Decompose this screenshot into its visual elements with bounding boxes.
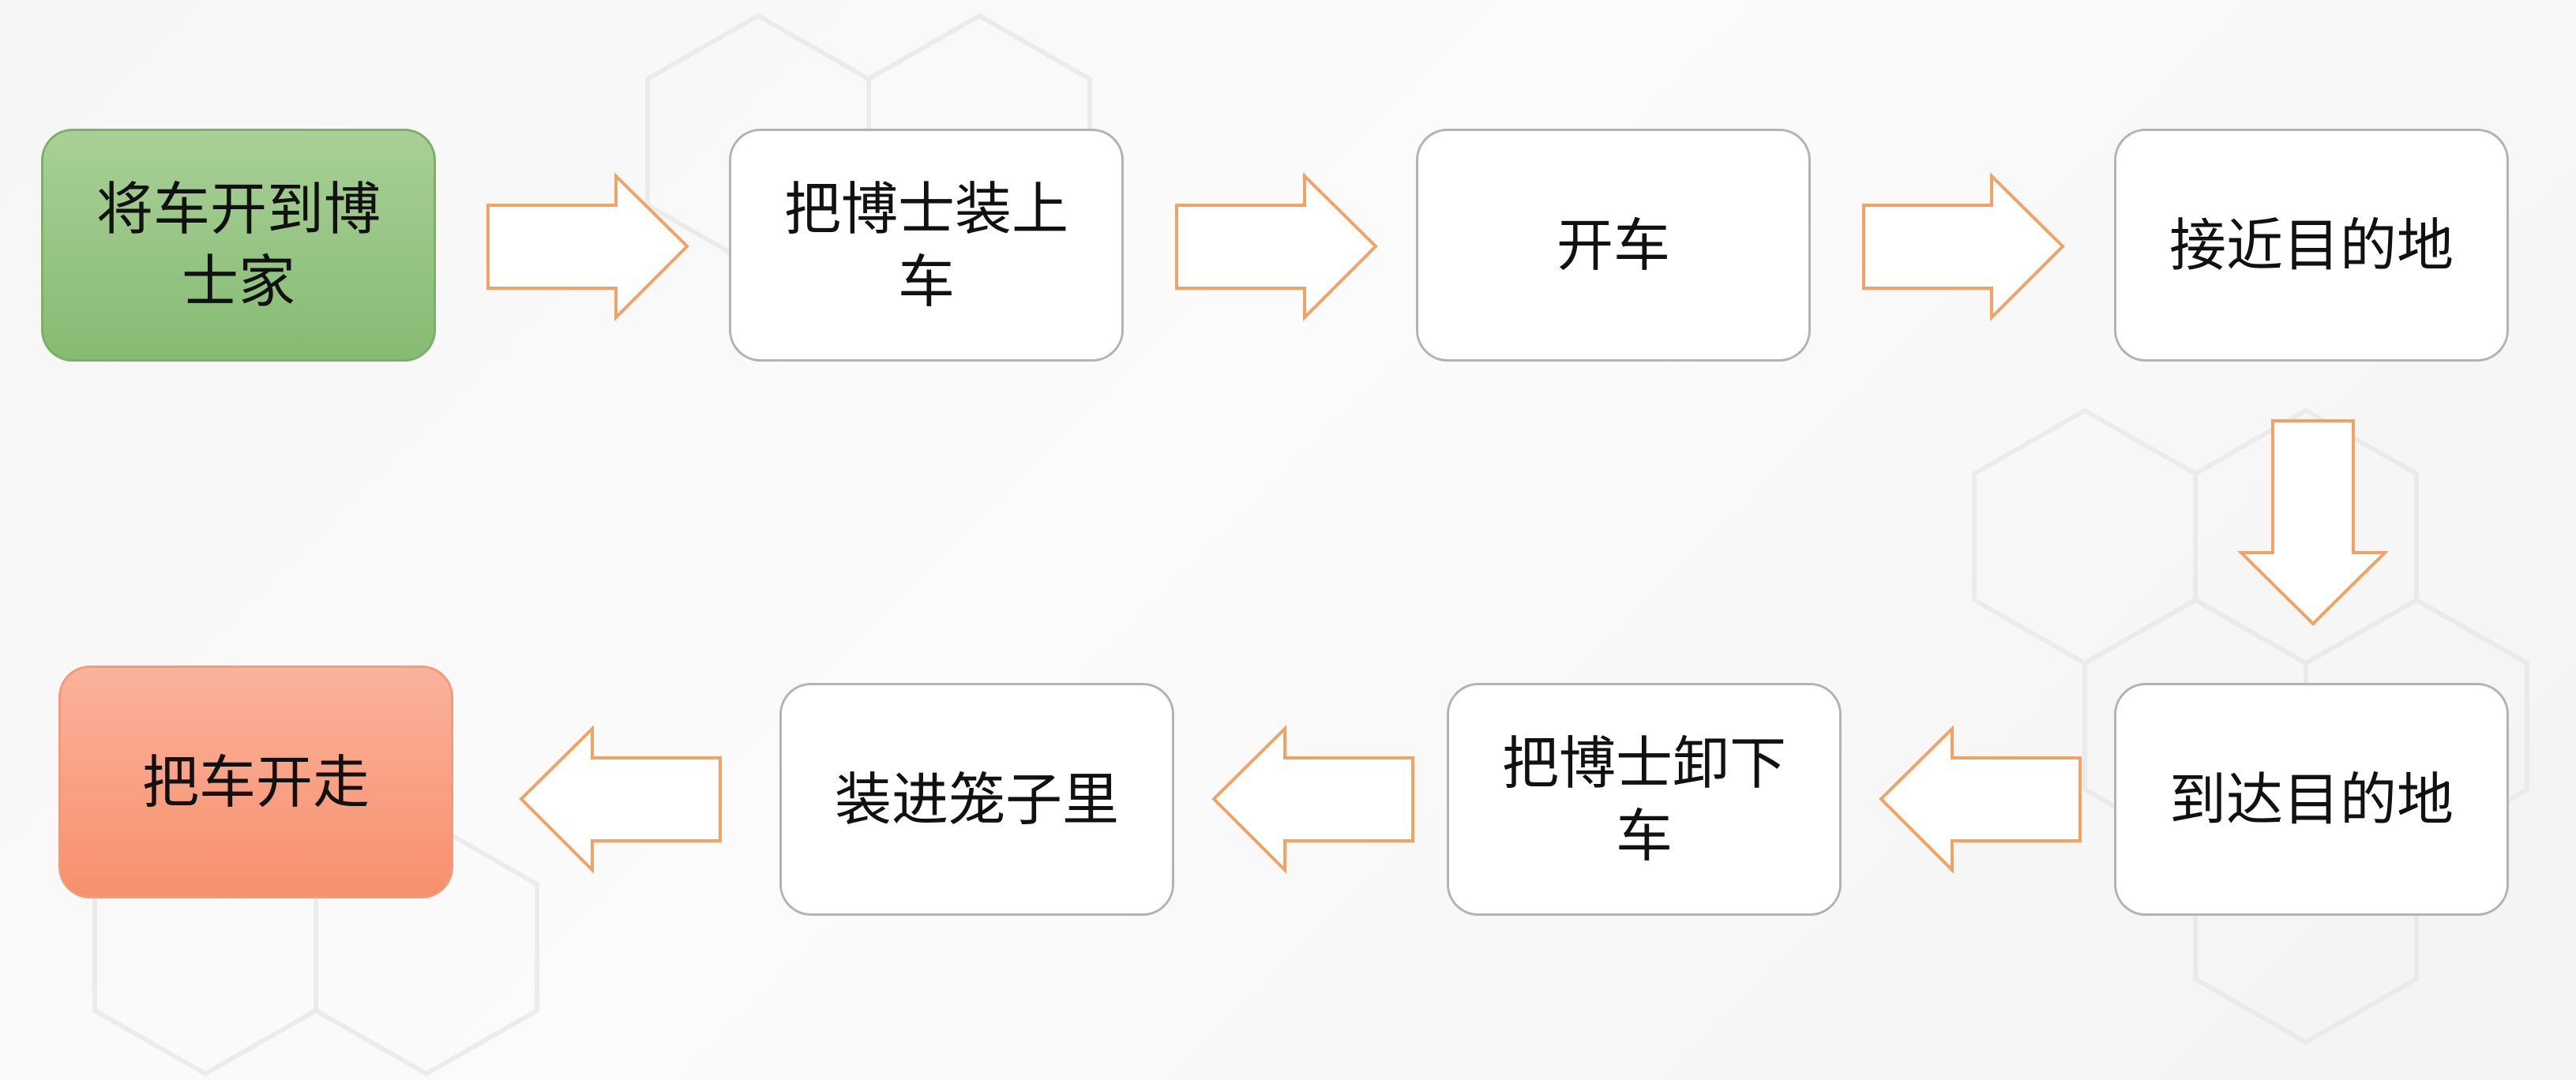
- node-label: 将车开到博士家: [96, 175, 381, 315]
- arrow-right-icon: [1175, 172, 1378, 321]
- node-label: 把车开走: [141, 748, 370, 816]
- node-label: 开车: [1556, 212, 1670, 279]
- node-arrive-destination: 到达目的地: [2114, 683, 2509, 916]
- node-label: 到达目的地: [2169, 766, 2454, 833]
- node-approach-destination: 接近目的地: [2114, 129, 2509, 362]
- node-load-doctor: 把博士装上车: [729, 129, 1124, 362]
- node-put-in-cage: 装进笼子里: [779, 683, 1174, 916]
- arrow-down-icon: [2237, 419, 2389, 626]
- node-label: 接近目的地: [2169, 212, 2454, 279]
- arrow-left-icon: [1879, 725, 2082, 874]
- arrow-right-icon: [1862, 172, 2065, 321]
- arrow-left-icon: [1211, 725, 1414, 874]
- node-drive-to-house: 将车开到博士家: [41, 129, 436, 362]
- node-drive-away: 把车开走: [58, 666, 453, 898]
- arrow-right-icon: [486, 172, 689, 321]
- arrow-left-icon: [519, 725, 722, 874]
- node-label: 装进笼子里: [834, 766, 1119, 833]
- node-label: 把博士卸下车: [1501, 729, 1786, 869]
- node-unload-doctor: 把博士卸下车: [1447, 683, 1842, 916]
- node-drive: 开车: [1416, 129, 1811, 362]
- node-label: 把博士装上车: [783, 175, 1068, 315]
